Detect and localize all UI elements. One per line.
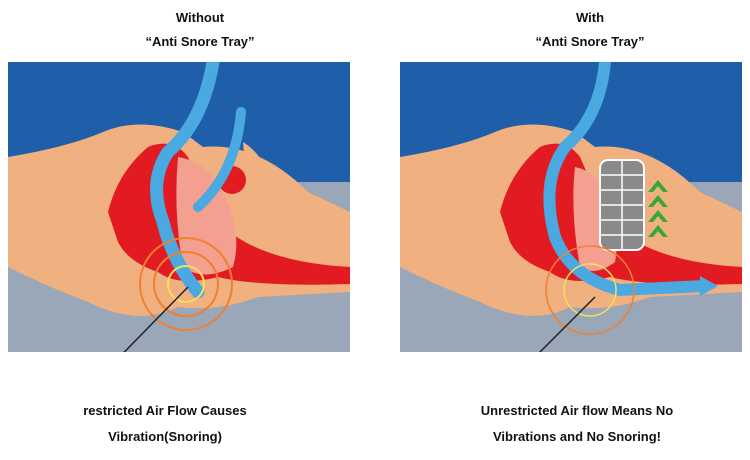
right-title-line1: With xyxy=(440,6,740,30)
left-caption-line2: Vibration(Snoring) xyxy=(0,424,330,450)
right-diagram xyxy=(400,62,742,352)
left-title: Without “Anti Snore Tray” xyxy=(50,6,350,54)
right-title-line2: “Anti Snore Tray” xyxy=(440,30,740,54)
left-diagram xyxy=(8,62,350,352)
right-caption: Unrestricted Air flow Means No Vibration… xyxy=(412,398,742,450)
anti-snore-tray xyxy=(600,160,644,250)
right-caption-line1: Unrestricted Air flow Means No xyxy=(412,398,742,424)
right-caption-line2: Vibrations and No Snoring! xyxy=(412,424,742,450)
left-title-line1: Without xyxy=(50,6,350,30)
left-caption-line1: restricted Air Flow Causes xyxy=(0,398,330,424)
right-title: With “Anti Snore Tray” xyxy=(440,6,740,54)
left-title-line2: “Anti Snore Tray” xyxy=(50,30,350,54)
left-caption: restricted Air Flow Causes Vibration(Sno… xyxy=(0,398,330,450)
